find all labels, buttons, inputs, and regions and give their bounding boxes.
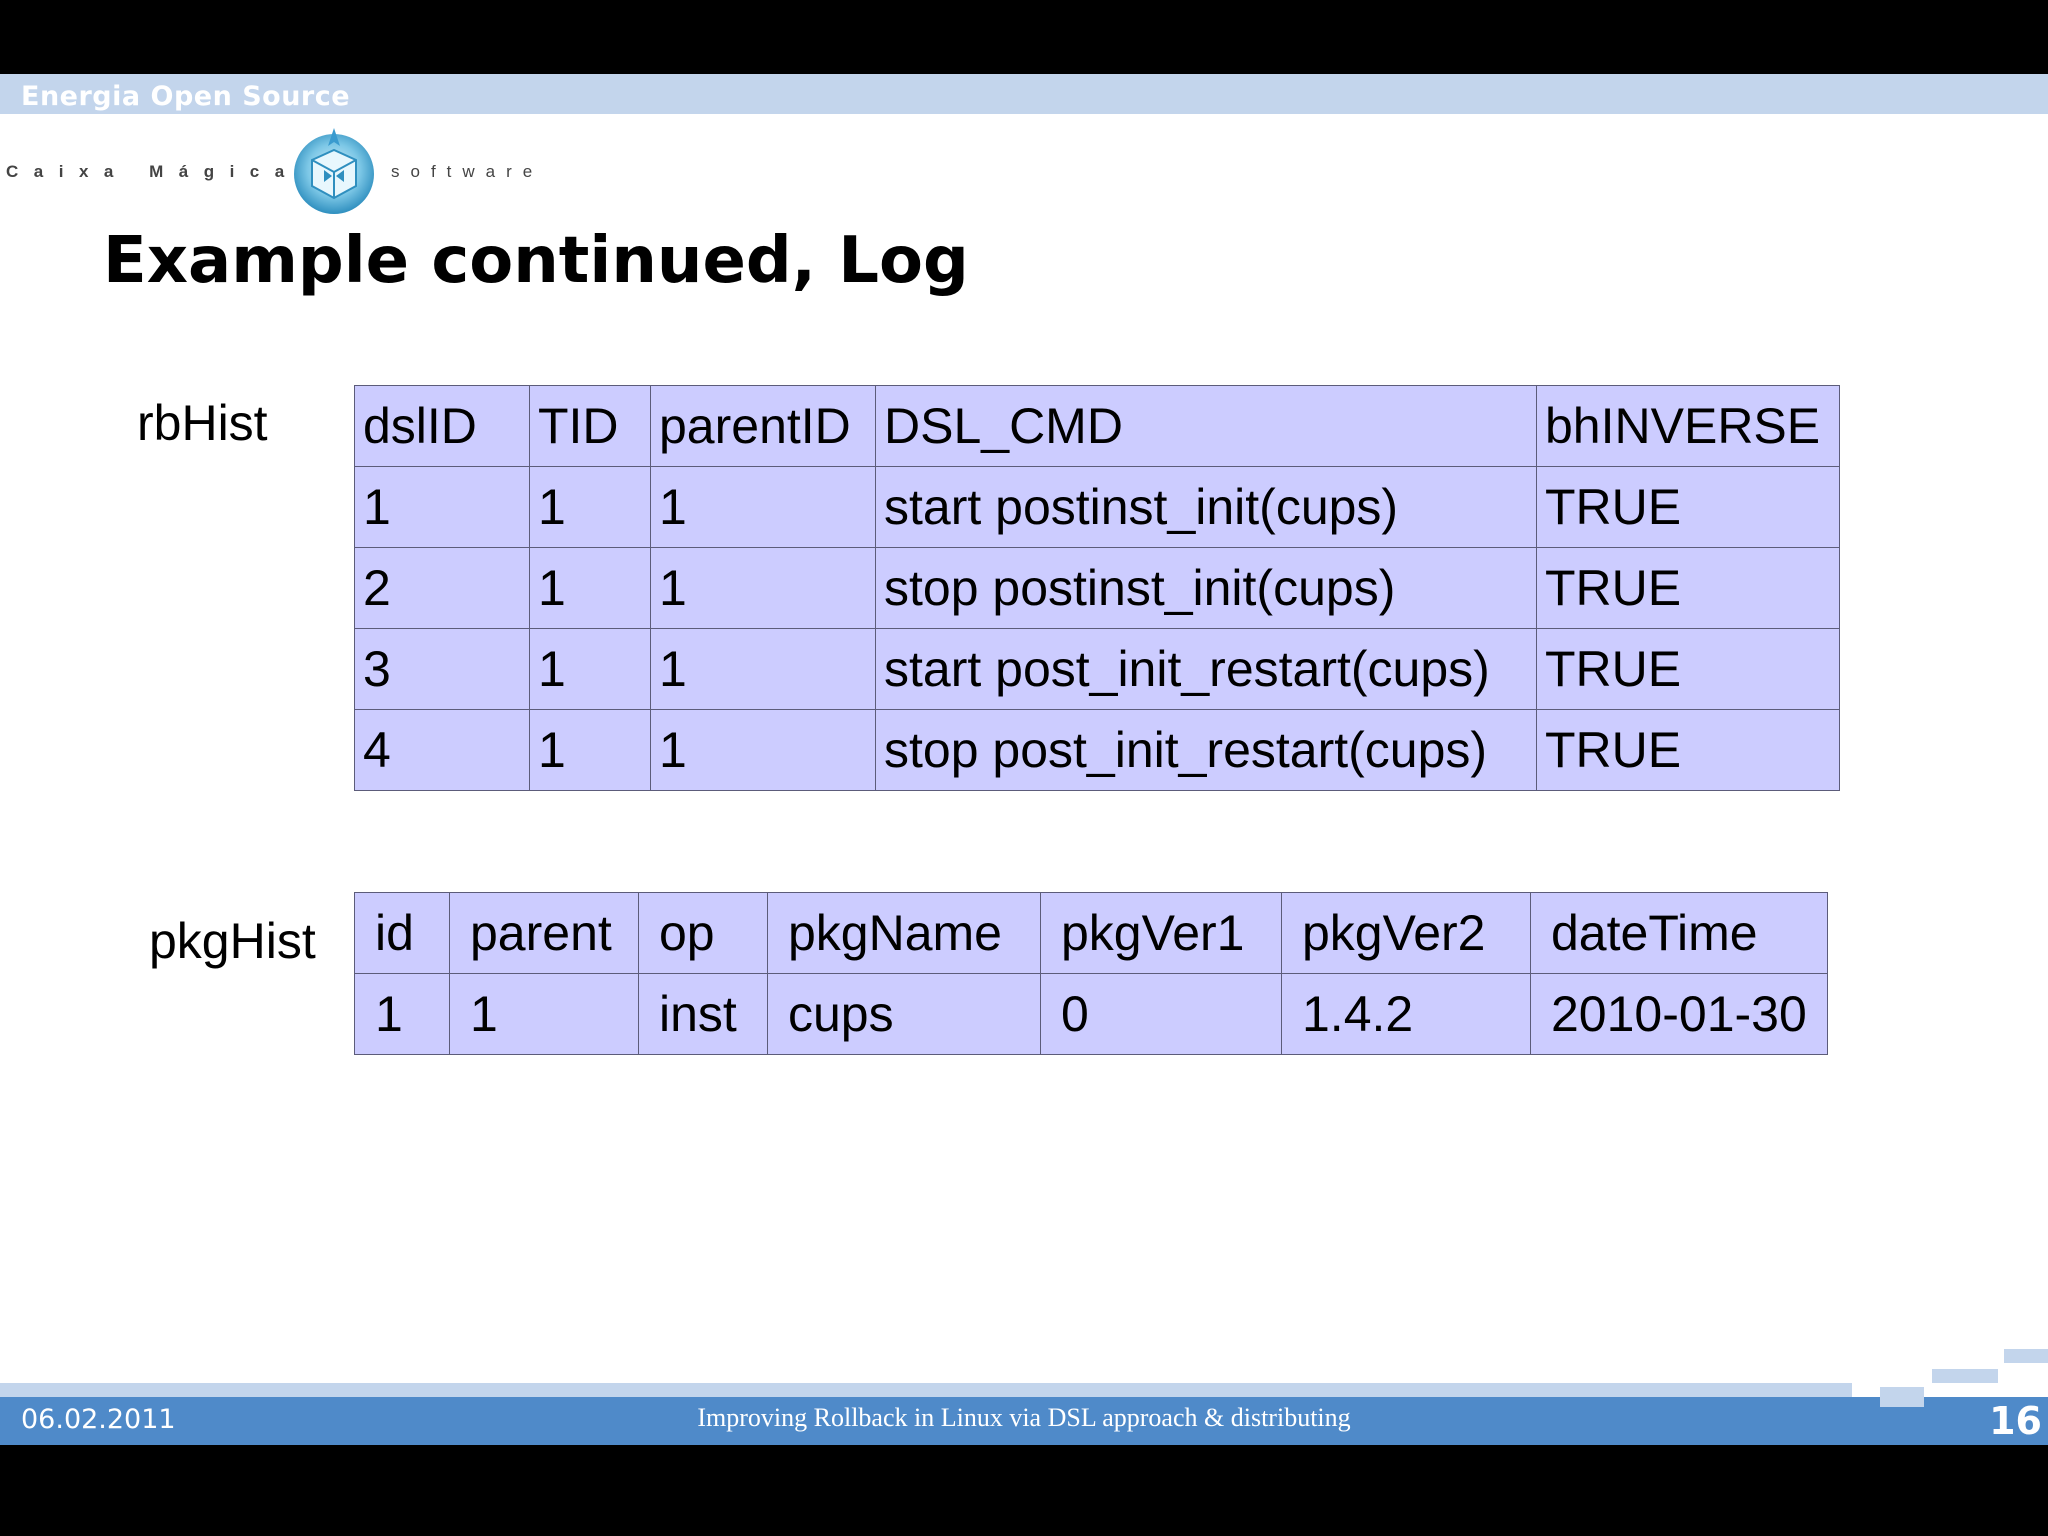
table-cell: 1: [650, 547, 876, 629]
table-cell: 1: [650, 709, 876, 791]
table-cell: TRUE: [1536, 466, 1840, 548]
table-header-cell: parentID: [650, 385, 876, 467]
footer-step-decoration: [1932, 1369, 1998, 1383]
table-cell: TRUE: [1536, 628, 1840, 710]
table-cell: 4: [354, 709, 530, 791]
table-header-cell: parent: [449, 892, 639, 974]
table-header-cell: dslID: [354, 385, 530, 467]
table-cell: 0: [1040, 973, 1282, 1055]
table-cell: 1: [529, 547, 651, 629]
table-cell: TRUE: [1536, 547, 1840, 629]
logo-left-text: Caixa Mágica: [6, 162, 300, 181]
pkghist-label: pkgHist: [149, 913, 316, 969]
table-header-cell: TID: [529, 385, 651, 467]
table-cell: 1: [449, 973, 639, 1055]
footer-step-decoration: [1980, 1385, 2000, 1397]
footer-date: 06.02.2011: [21, 1404, 176, 1435]
slide-title: Example continued, Log: [103, 224, 969, 298]
header-bar-text: Energia Open Source: [21, 81, 351, 112]
table-cell: cups: [767, 973, 1041, 1055]
table-cell: inst: [638, 973, 768, 1055]
page-number: 16: [1989, 1399, 2042, 1443]
table-cell: start postinst_init(cups): [875, 466, 1537, 548]
table-cell: stop post_init_restart(cups): [875, 709, 1537, 791]
table-cell: 1: [529, 709, 651, 791]
table-cell: stop postinst_init(cups): [875, 547, 1537, 629]
footer-light-bar: [0, 1383, 1852, 1397]
table-header-cell: pkgVer2: [1281, 892, 1531, 974]
footer-title: Improving Rollback in Linux via DSL appr…: [697, 1403, 1351, 1432]
company-logo: Caixa Mágica software: [0, 124, 560, 224]
table-cell: 1: [650, 466, 876, 548]
table-header-cell: bhINVERSE: [1536, 385, 1840, 467]
header-bar: Energia Open Source: [0, 74, 2048, 114]
table-header-cell: dateTime: [1530, 892, 1828, 974]
table-cell: 1: [529, 466, 651, 548]
table-cell: 2010-01-30: [1530, 973, 1828, 1055]
slide: Energia Open Source Caixa Mágica softwar…: [0, 74, 2048, 1445]
logo-right-text: software: [391, 162, 544, 181]
table-cell: 1: [354, 973, 450, 1055]
table-cell: 1: [354, 466, 530, 548]
table-header-cell: pkgVer1: [1040, 892, 1282, 974]
table-header-cell: op: [638, 892, 768, 974]
footer-step-decoration: [2004, 1349, 2048, 1363]
table-header-cell: id: [354, 892, 450, 974]
table-cell: 1: [650, 628, 876, 710]
table-cell: 3: [354, 628, 530, 710]
table-cell: 1: [529, 628, 651, 710]
table-header-cell: DSL_CMD: [875, 385, 1537, 467]
table-cell: 1.4.2: [1281, 973, 1531, 1055]
footer-step-decoration: [1880, 1393, 1924, 1407]
table-cell: start post_init_restart(cups): [875, 628, 1537, 710]
table-header-cell: pkgName: [767, 892, 1041, 974]
table-cell: TRUE: [1536, 709, 1840, 791]
rbhist-label: rbHist: [137, 395, 268, 451]
logo-emblem-icon: [294, 128, 374, 214]
table-cell: 2: [354, 547, 530, 629]
footer-bar: [0, 1397, 2048, 1445]
